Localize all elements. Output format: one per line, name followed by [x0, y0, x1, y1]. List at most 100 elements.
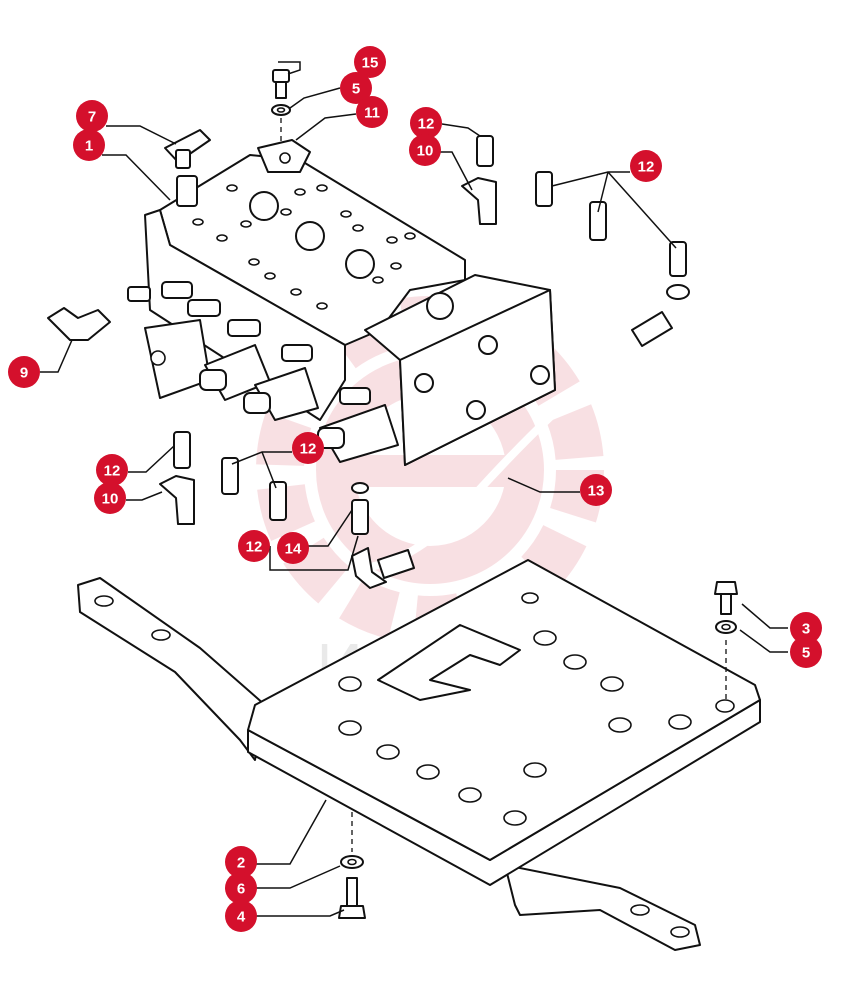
callout-circle — [225, 872, 257, 904]
callout-circle — [354, 46, 386, 78]
bolt-15-shank — [275, 81, 287, 99]
callout-label: 5 — [352, 81, 360, 98]
callout-label: 6 — [237, 881, 245, 898]
valve-left-fittings — [127, 281, 371, 405]
fitting-12-b — [535, 171, 553, 207]
fitting-12-c — [589, 201, 607, 241]
frame-left-arm-hole-1 — [94, 595, 114, 607]
frame-right-arm-hole-1 — [630, 904, 650, 916]
fitting-12-a — [476, 135, 494, 167]
bolt-4-shank — [346, 877, 358, 907]
frame-plate-holes — [338, 592, 735, 826]
callout-circle — [277, 532, 309, 564]
hose-13 — [351, 284, 690, 589]
callout-label: 2 — [237, 855, 245, 872]
callout-circle — [356, 96, 388, 128]
callout-label: 4 — [237, 909, 246, 926]
callout-circle — [225, 900, 257, 932]
callout-label: 5 — [802, 645, 810, 662]
fitting-12-g — [269, 481, 287, 521]
hose-13-elbow-bottom — [351, 547, 387, 589]
callout-c-4: 4 — [225, 900, 257, 932]
frame-right-arm — [504, 864, 701, 951]
valve-end-face — [399, 289, 556, 466]
callout-label: 14 — [285, 541, 302, 558]
valve-top-nut-2 — [295, 221, 325, 251]
bottom-fasteners — [338, 812, 366, 919]
callout-c-9: 9 — [8, 356, 40, 388]
frame-left-arm — [77, 577, 266, 761]
fittings-top-right — [461, 135, 687, 277]
callout-label: 3 — [802, 621, 810, 638]
hose-13-end-top — [631, 311, 673, 347]
fittings-bottom-left — [159, 431, 369, 535]
tee-fitting-7 — [164, 129, 211, 169]
callout-circle — [292, 432, 324, 464]
top-bolt-assembly — [271, 69, 291, 142]
callout-c-12d: 12 — [292, 432, 324, 464]
right-fasteners — [714, 581, 738, 700]
callout-c-10a: 10 — [409, 134, 441, 166]
callout-circle — [409, 134, 441, 166]
mounting-frame — [77, 559, 761, 951]
hose-13-nut-top — [666, 284, 690, 300]
callout-c-15: 15 — [354, 46, 386, 78]
frame-plate-cutout — [377, 624, 521, 701]
callout-c-6: 6 — [225, 872, 257, 904]
callout-circle — [94, 482, 126, 514]
callout-c-12b: 12 — [630, 150, 662, 182]
bolt-15-head — [272, 69, 290, 83]
leader-lines — [40, 61, 788, 917]
valve-top-nut-3 — [345, 249, 375, 279]
callout-circle — [73, 129, 105, 161]
callout-c-14: 14 — [277, 532, 309, 564]
callout-label: 10 — [102, 491, 119, 508]
callout-c-1: 1 — [73, 129, 105, 161]
callout-circle — [790, 636, 822, 668]
bolt-3-head — [714, 581, 738, 595]
bolt-4-head — [338, 905, 366, 919]
elbow-fitting-9 — [47, 307, 111, 341]
fitting-12-h — [351, 499, 369, 535]
tee-10-a — [461, 177, 497, 225]
fitting-12-f — [221, 457, 239, 495]
callout-circle — [580, 474, 612, 506]
callout-circle — [410, 107, 442, 139]
callout-label: 10 — [417, 143, 434, 160]
callout-c-11: 11 — [356, 96, 388, 128]
callout-label: 12 — [104, 463, 121, 480]
valve-port-fitting-1 — [176, 175, 198, 207]
valve-top-ports — [192, 184, 416, 310]
callout-c-10b: 10 — [94, 482, 126, 514]
callout-c-12a: 12 — [410, 107, 442, 139]
o-ring-14 — [351, 482, 369, 494]
callout-c-5b: 5 — [790, 636, 822, 668]
callout-label: 12 — [418, 116, 435, 133]
callout-label: 7 — [88, 109, 96, 126]
valve-top-nut-1 — [249, 191, 279, 221]
callout-label: 9 — [20, 365, 28, 382]
callout-label: 12 — [638, 159, 655, 176]
frame-left-arm-hole-2 — [151, 629, 171, 641]
callout-c-12c: 12 — [96, 454, 128, 486]
callout-circle — [76, 100, 108, 132]
callout-c-5a: 5 — [340, 72, 372, 104]
frame-plate-top — [247, 559, 761, 861]
callout-label: 12 — [246, 539, 263, 556]
fitting-12-d — [669, 241, 687, 277]
callout-circle — [96, 454, 128, 486]
control-valve-block — [127, 139, 556, 466]
callout-circle — [340, 72, 372, 104]
hose-13-end-bottom — [377, 549, 415, 579]
callout-c-12e: 12 — [238, 530, 270, 562]
valve-end-nut — [426, 292, 454, 320]
callout-c-3: 3 — [790, 612, 822, 644]
callout-label: 12 — [300, 441, 317, 458]
callout-circle — [238, 530, 270, 562]
frame-right-arm-hole-2 — [670, 926, 690, 938]
callout-c-2: 2 — [225, 846, 257, 878]
callout-label: 1 — [85, 138, 93, 155]
